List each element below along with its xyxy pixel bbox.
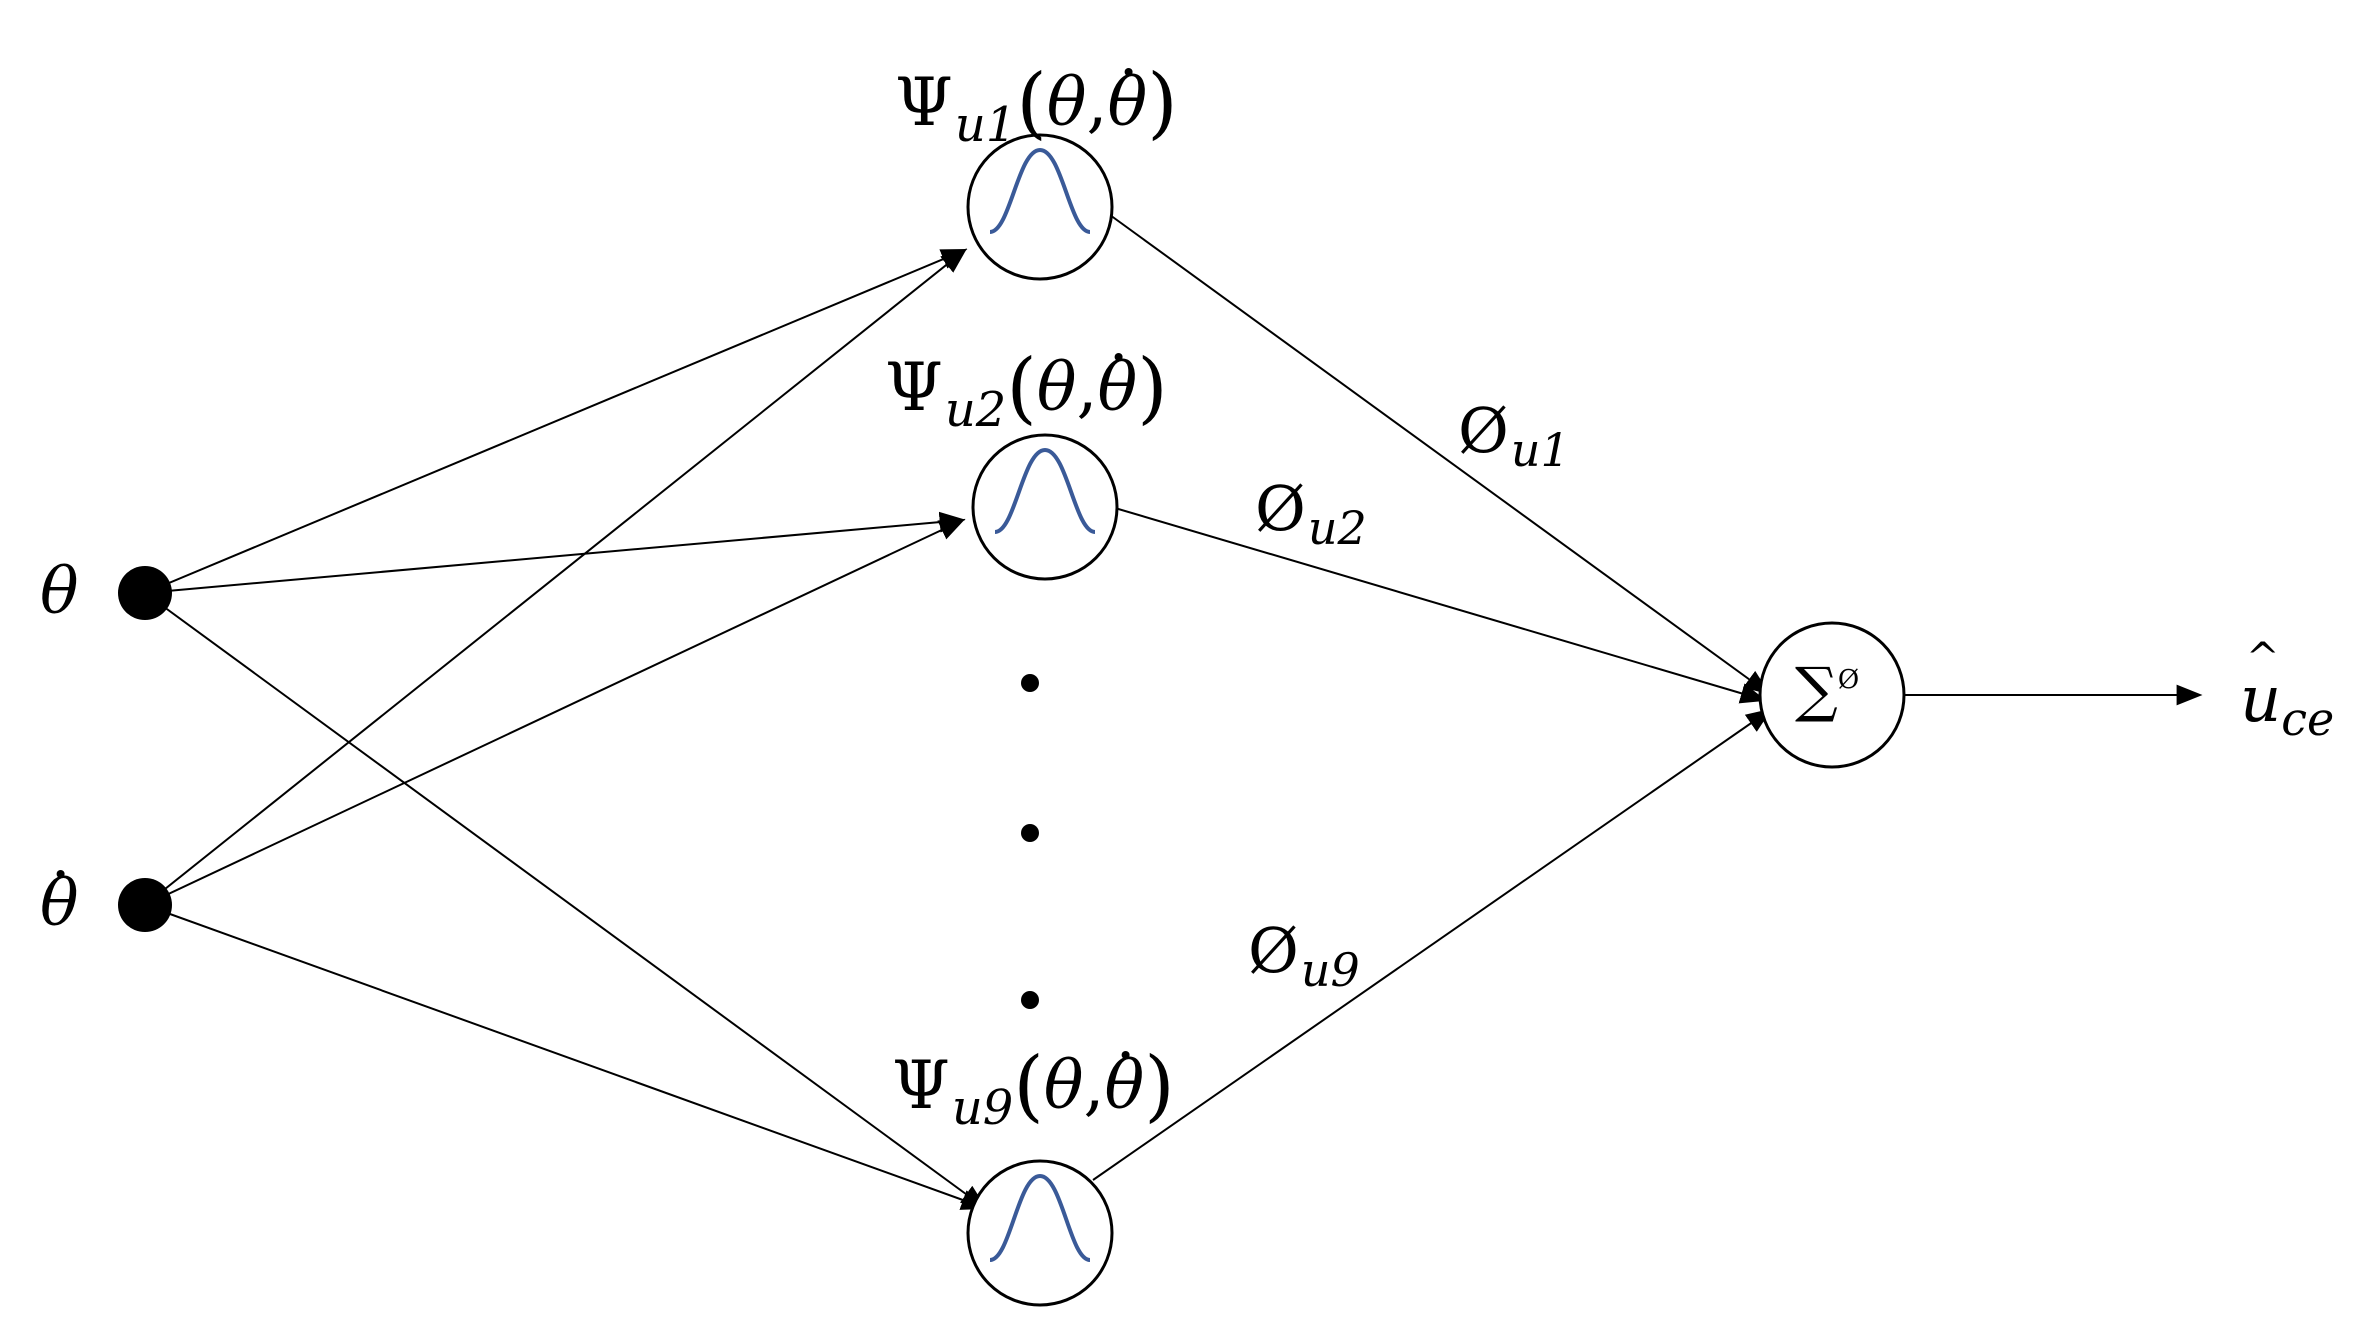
label-psi1: Ψu1(θ,θ) [895,58,1178,153]
edge-thetadot-psi2 [144,518,966,906]
hidden-node-psi1 [966,133,1114,281]
ellipsis-dot-1 [1021,674,1039,692]
ellipsis-dot-2 [1021,824,1039,842]
hidden-node-psi9 [966,1159,1114,1307]
label-theta: θ [40,555,79,629]
edge-psi1-sum [1109,214,1771,695]
edge-theta-psi2 [144,511,966,594]
label-psi9: Ψu9(θ,θ) [892,1041,1175,1136]
summation-symbol: ∑Ø [1795,655,1860,725]
gaussian-icon [994,447,1096,534]
ellipsis-dot-3 [1021,991,1039,1009]
edge-thetadot-psi9 [144,904,988,1210]
gaussian-icon [989,147,1091,234]
label-weight-u2: Øu2 [1255,472,1367,555]
hidden-node-psi2 [971,433,1119,581]
label-weight-u1: Øu1 [1458,394,1570,477]
edge-theta-psi9 [144,592,988,1210]
gaussian-icon [989,1173,1091,1262]
input-node-theta [118,566,172,620]
edge-theta-psi1 [144,248,968,594]
summation-node [1758,621,1906,769]
input-node-theta-dot [118,878,172,932]
edge-psi2-sum [1114,507,1767,704]
edge-thetadot-psi1 [144,248,968,906]
label-weight-u9: Øu9 [1248,914,1360,997]
label-psi2: Ψu2(θ,θ) [885,343,1168,438]
label-output: uce [2240,638,2334,742]
edge-psi9-sum [1092,708,1773,1181]
label-theta-dot: θ [40,867,79,941]
